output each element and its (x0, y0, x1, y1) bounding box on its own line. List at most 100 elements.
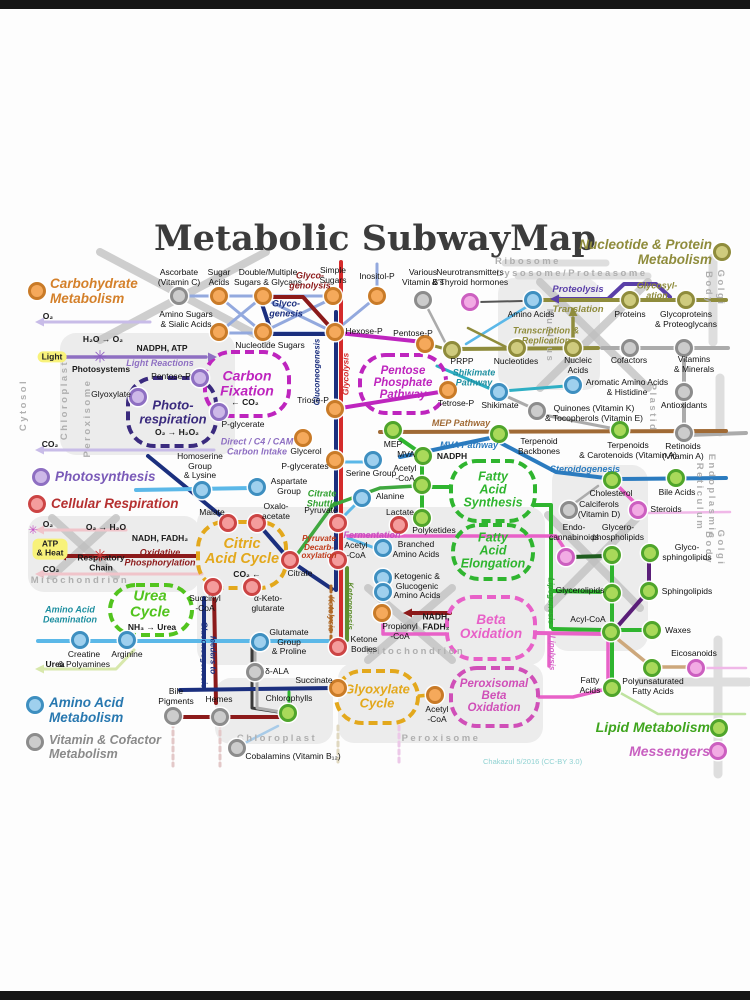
station-label-succinate: Succinate (295, 675, 333, 685)
station-proteins (621, 291, 639, 309)
note-photosystems: Photosystems (71, 364, 131, 375)
station-p-glycerate (210, 403, 228, 421)
station-label-glycerol: Glycerol (290, 446, 322, 456)
note-o: O₂ (42, 311, 54, 322)
station-label-bile-acids: Bile Acids (658, 487, 696, 497)
station-lactate (390, 516, 408, 534)
route-line (339, 389, 448, 410)
station-label-glyoxylate: Glyoxylate (91, 389, 131, 399)
legend-label-nucleotide-protein-metabolism: Nucleotide & Protein Metabolism (579, 237, 712, 267)
compartment-label-ribosome: Ribosome (495, 256, 561, 268)
station-label-terpenoid-backbones: Terpenoid Backbones (517, 436, 561, 456)
note-nh-urea: NH₃ → Urea (127, 622, 177, 633)
station-label-ketone-bodies: Ketone Bodies (350, 634, 378, 654)
route-line (614, 482, 637, 505)
station-terpenoid-backbones (490, 425, 508, 443)
station-label-mep: MEP (383, 439, 403, 449)
station-label-waxes: Waxes (665, 625, 691, 635)
station-pentose-p (416, 335, 434, 353)
station-label-amino-sugars-sialic-acids: Amino Sugars & Sialic Acids (159, 309, 213, 329)
pathway-label-shikimate-pathway: Shikimate Pathway (452, 367, 496, 387)
station-prpp (443, 341, 461, 359)
station-label-retinoids-vitamin-a: Retinoids (Vitamin A) (662, 441, 704, 461)
station-label-sphingolipids: Sphingolipids (661, 586, 713, 596)
station-label-keto-glutarate: α-Keto- glutarate (251, 593, 285, 613)
station-ala (246, 663, 264, 681)
station-branched-amino-acids (374, 539, 392, 557)
pathway-label-fermentation: Fermentation (343, 530, 401, 541)
station-label-amino-acids: Amino Acids (507, 309, 555, 319)
route-line (265, 298, 331, 332)
compartment-label-cytosol: Cytosol (18, 378, 30, 432)
route-line (260, 302, 333, 336)
station-label-polyunsaturated-fatty-acids: Polyunsaturated Fatty Acids (622, 676, 684, 696)
compartment-region (498, 278, 600, 390)
station-triose-p (326, 400, 344, 418)
route-line (464, 304, 530, 346)
station-homoserine-group-lysine (193, 481, 211, 499)
station-label-nucleotides: Nucleotides (493, 356, 539, 366)
flow-arrow (35, 525, 44, 535)
station-steroids (629, 501, 647, 519)
note-nadh-fadh: NADH, FADH₂ (131, 533, 189, 544)
pathway-label-glycolysis: Glycolysis (340, 352, 351, 396)
pathway-label-direct-c4-cam-carbon-intake: Direct / C4 / CAM Carbon Intake (220, 436, 294, 456)
station-label-glutamate-group-proline: Glutamate Group & Proline (269, 627, 309, 657)
cycle-label-urea-cycle: Urea Cycle (129, 587, 171, 620)
bottom-border-bar (0, 991, 750, 1000)
station-polyunsaturated-fatty-acids (643, 659, 661, 677)
station-label-nucleic-acids: Nucleic Acids (564, 355, 592, 375)
station-glycerol (294, 429, 312, 447)
flow-arrow (35, 664, 44, 674)
respiratory-chain-icon: ✳ (92, 546, 108, 566)
route-line (346, 534, 568, 553)
station-hexose-p (326, 323, 344, 341)
compartment-region (92, 365, 222, 453)
station-nucleotide-sugars (254, 323, 272, 341)
compartment-label-mitochondrion: Mitochondrion (366, 646, 466, 658)
station-double-multiple-sugars-glycans (254, 287, 272, 305)
pathway-label-light-reactions: Light Reactions (126, 358, 194, 369)
compartment-label-peroxisome: Peroxisome (401, 733, 481, 745)
cycle-label-glyoxylate-cycle: Glyoxylate Cycle (344, 681, 410, 710)
legend-node-photosynthesis (32, 468, 50, 486)
station-label-lactate: Lactate (386, 507, 414, 517)
legend-node-lipid-metabolism (710, 719, 728, 737)
station-waxes (643, 621, 661, 639)
station-amino-acids (524, 291, 542, 309)
station-polyketides (413, 509, 431, 527)
station-label-arginine: Arginine (111, 649, 143, 659)
flow-arrow (35, 569, 44, 579)
route-line (435, 364, 495, 392)
note-respiratory-chain: Respiratory Chain (77, 552, 125, 572)
compartment-label-chloroplast: Chloroplast (59, 359, 71, 441)
pathway-label-pyruvate-decarb-oxylation: Pyruvate Decarb- oxylation (301, 534, 337, 561)
station-label-ketogenic-glucogenic-amino-acids: Ketogenic & Glucogenic Amino Acids (393, 571, 441, 601)
station-aspartate-group (248, 478, 266, 496)
station-vitamins-minerals (675, 339, 693, 357)
station-label-glycero-phospholipids: Glycero- phospholipids (592, 522, 644, 542)
note-o-h-o: O₂ → H₂O₂ (155, 427, 199, 438)
station-label-inositol-p: Inositol-P (359, 271, 395, 281)
note-co: ← CO₂ (231, 397, 259, 408)
legend-node-amino-acid-metabolism (26, 696, 44, 714)
station-ascorbate-vitamin-c (170, 287, 188, 305)
station-label-terpenoids-carotenoids-vitamin-a: Terpenoids & Carotenoids (Vitamin A) (579, 440, 677, 460)
station-label-hexose-p: Hexose-P (345, 326, 383, 336)
station-alanine (353, 489, 371, 507)
station-propionyl-coa (373, 604, 391, 622)
station-label-prpp: PRPP (450, 356, 474, 366)
cycle-loop-beta-oxidation (445, 595, 537, 661)
note-co: CO₂ (42, 564, 60, 575)
cycle-label-photorespiration: Photo- respiration (139, 397, 207, 426)
station-mva (414, 447, 432, 465)
station-quinones-vitamin-k-tocopherols-vitamin-e (528, 402, 546, 420)
station-hemes (211, 708, 229, 726)
station-label-tetrose-p: Tetrose-P (437, 398, 475, 408)
station-label-aspartate-group: Aspartate Group (270, 476, 308, 496)
cycle-loop-peroxisomal-beta-oxidation (449, 666, 540, 728)
note-nadph-atp: NADPH, ATP (136, 343, 188, 354)
station-label-steroids: Steroids (650, 504, 682, 514)
